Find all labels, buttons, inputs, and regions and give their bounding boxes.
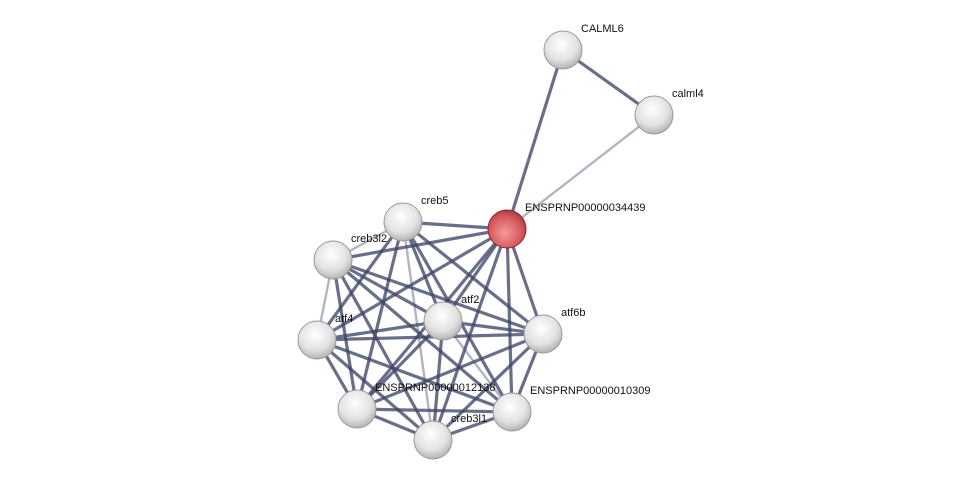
node-sphere[interactable] [413, 420, 453, 460]
node-sphere[interactable] [523, 314, 563, 354]
edge-ENSPRNP00000012138-ENSPRNP00000010309[interactable] [356, 407, 513, 414]
node-sphere[interactable] [297, 320, 337, 360]
node-atf4[interactable]: atf4 [297, 313, 353, 360]
node-sphere[interactable] [487, 209, 527, 249]
node-label: atf6b [561, 307, 585, 319]
node-label: ENSPRNP00000034439 [525, 202, 645, 214]
node-ENSPRNP00000012138[interactable]: ENSPRNP00000012138 [337, 382, 495, 429]
node-atf6b[interactable]: atf6b [523, 307, 585, 354]
edge-CALML6-ENSPRNP00000034439[interactable] [505, 49, 565, 230]
edge-ENSPRNP00000034439-atf4[interactable] [316, 227, 508, 342]
node-creb3l2[interactable]: creb3l2 [313, 233, 387, 280]
node-calml4[interactable]: calml4 [634, 88, 704, 135]
node-CALML6[interactable]: CALML6 [543, 23, 624, 70]
edge-ENSPRNP00000034439-creb3l2[interactable] [332, 227, 508, 262]
node-sphere[interactable] [423, 301, 463, 341]
edge-calml4-ENSPRNP00000034439[interactable] [506, 114, 655, 230]
node-label: atf2 [461, 294, 479, 306]
node-creb3l1[interactable]: creb3l1 [413, 413, 487, 460]
node-sphere[interactable] [337, 389, 377, 429]
edge-atf4-atf6b[interactable] [316, 332, 544, 342]
edge-atf6b-ENSPRNP00000012138[interactable] [356, 332, 544, 411]
edge-creb3l2-atf6b[interactable] [332, 258, 544, 336]
node-sphere[interactable] [492, 392, 532, 432]
node-label: ENSPRNP00000010309 [530, 385, 650, 397]
node-label: atf4 [335, 313, 353, 325]
node-label: creb5 [421, 195, 449, 207]
edge-creb3l2-atf2[interactable] [332, 258, 444, 323]
edge-creb5-ENSPRNP00000012138[interactable] [355, 221, 405, 410]
node-label: creb3l2 [351, 233, 387, 245]
node-ENSPRNP00000034439[interactable]: ENSPRNP00000034439 [487, 202, 645, 249]
node-atf2[interactable]: atf2 [423, 294, 479, 341]
edge-atf2-creb3l1[interactable] [431, 320, 445, 441]
node-sphere[interactable] [313, 240, 353, 280]
node-label: ENSPRNP00000012138 [375, 382, 495, 394]
node-sphere[interactable] [634, 95, 674, 135]
node-sphere[interactable] [383, 202, 423, 242]
node-creb5[interactable]: creb5 [383, 195, 449, 242]
node-ENSPRNP00000010309[interactable]: ENSPRNP00000010309 [492, 385, 650, 432]
edge-atf4-ENSPRNP00000010309[interactable] [316, 338, 513, 414]
node-label: creb3l1 [451, 413, 487, 425]
node-label: calml4 [672, 88, 704, 100]
edge-atf4-creb3l1[interactable] [315, 338, 435, 442]
edge-creb5-atf6b[interactable] [402, 220, 544, 336]
node-sphere[interactable] [543, 30, 583, 70]
edge-atf2-atf4[interactable] [316, 319, 444, 342]
node-label: CALML6 [581, 23, 624, 35]
edge-atf6b-creb3l1[interactable] [431, 332, 545, 442]
